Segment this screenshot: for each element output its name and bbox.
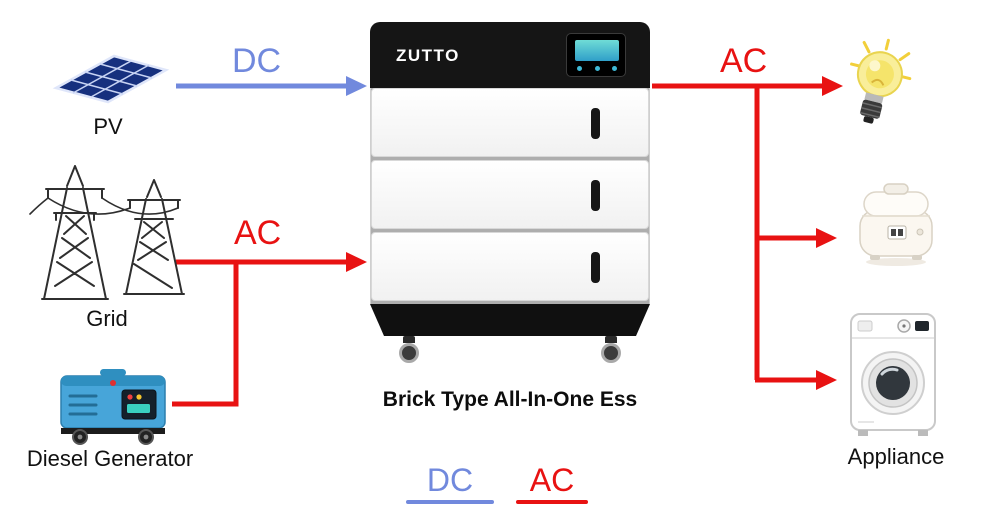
- legend-ac-label: AC: [529, 462, 575, 498]
- ac-in-flow-label: AC: [234, 214, 282, 252]
- legend-ac-underline: [516, 500, 588, 504]
- grid-label: Grid: [86, 306, 128, 331]
- ess-unit: ZUTTO: [370, 22, 650, 368]
- pv-label: PV: [93, 114, 123, 139]
- module-handle-icon: [591, 108, 600, 139]
- ess-base: [370, 304, 650, 336]
- ac-arrow-left: [176, 252, 367, 272]
- unit-caption: Brick Type All-In-One Ess: [382, 388, 638, 411]
- pv-panel-icon: [52, 54, 170, 104]
- light-bulb-icon: [850, 38, 912, 124]
- washing-machine-icon: [850, 313, 936, 436]
- battery-module: [371, 88, 649, 157]
- dc-arrow: [176, 76, 367, 96]
- grid-tower-icon: [29, 165, 185, 300]
- display-screen-icon: [575, 40, 619, 61]
- ess-battery-stack: [370, 88, 650, 304]
- appliance-label: Appliance: [847, 444, 945, 469]
- display-buttons: [577, 66, 617, 71]
- module-handle-icon: [591, 252, 600, 283]
- diesel-connector-line: [172, 260, 239, 407]
- rice-cooker-icon: [859, 183, 933, 266]
- legend-dc-label: DC: [426, 462, 474, 498]
- ac-out-flow-label: AC: [720, 42, 768, 80]
- diesel-generator-label: Diesel Generator: [26, 446, 194, 471]
- brand-logo: ZUTTO: [396, 46, 460, 65]
- caster-wheel-icon: [396, 336, 422, 363]
- battery-module: [371, 160, 649, 229]
- diesel-generator-icon: [60, 369, 166, 445]
- module-handle-icon: [591, 180, 600, 211]
- ess-casters: [370, 336, 650, 368]
- battery-module: [371, 232, 649, 301]
- ac-arrow-right: [652, 76, 843, 390]
- control-display: [566, 33, 626, 77]
- legend-dc-underline: [406, 500, 494, 504]
- caster-wheel-icon: [598, 336, 624, 363]
- ess-top-panel: ZUTTO: [370, 22, 650, 88]
- dc-flow-label: DC: [232, 42, 282, 80]
